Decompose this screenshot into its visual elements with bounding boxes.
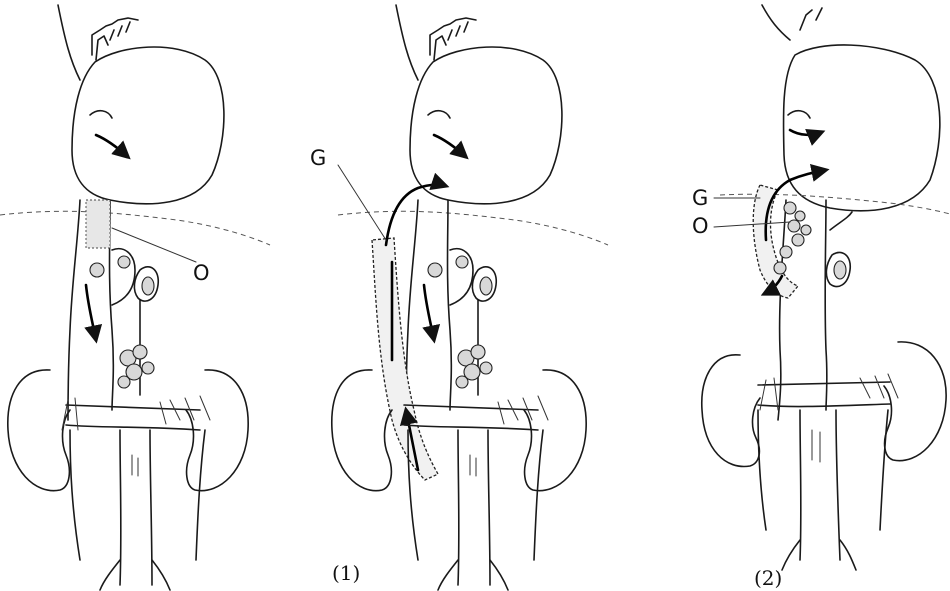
liver-outline-a: [72, 47, 224, 204]
graft-tube-1: [372, 238, 438, 480]
occlusion-region-a: [86, 200, 110, 248]
liver-outline-1: [410, 47, 562, 204]
liver-outline-2: [783, 45, 939, 211]
right-kidney-a: [8, 370, 70, 491]
panel-a-anatomy: [0, 5, 270, 590]
nodular-mass-1: [456, 345, 492, 388]
panel-1-anatomy: [332, 5, 608, 590]
label-occlusion-panel-2: O: [692, 216, 709, 237]
label-graft-panel-2: G: [692, 188, 708, 209]
caption-panel-2: (2): [754, 568, 782, 588]
label-occlusion-panel-a: O: [193, 263, 210, 284]
right-kidney-2: [702, 355, 760, 467]
caption-panel-1: (1): [332, 563, 360, 583]
panel-2-anatomy: [702, 5, 950, 570]
right-kidney-1: [332, 370, 392, 491]
left-kidney-2: [884, 342, 946, 461]
label-graft-panel-1: G: [310, 148, 326, 169]
nodular-mass-a: [118, 345, 154, 388]
diaphragm-line-a: [0, 211, 270, 245]
occlusion-nodes-2: [774, 202, 811, 274]
